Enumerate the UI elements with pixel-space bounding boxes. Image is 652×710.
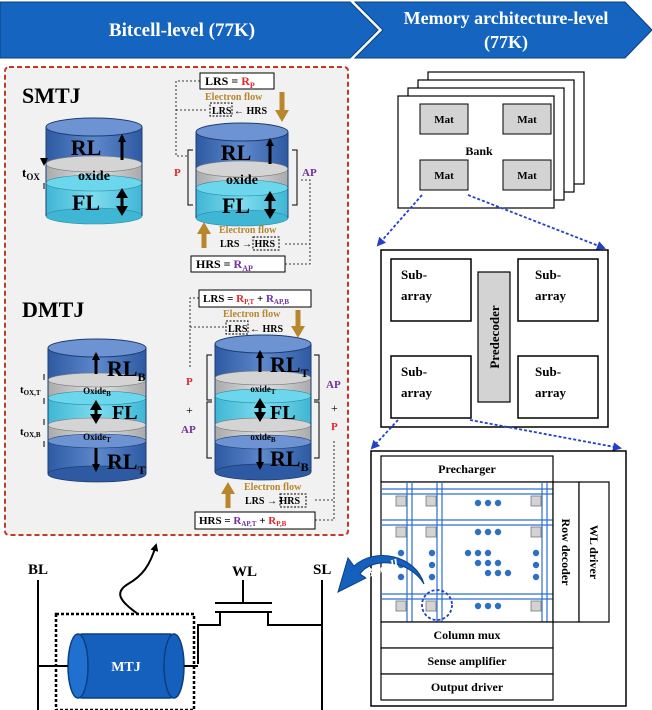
- svg-text:LRS → HRS: LRS → HRS: [220, 239, 275, 250]
- zoom-arrow-sub-right: [469, 419, 622, 452]
- row-decoder-label: Row decoder: [559, 519, 573, 587]
- dmtj-title: DMTJ: [22, 297, 84, 322]
- svg-text:array: array: [401, 385, 433, 400]
- header-left-chevron: [0, 1, 379, 59]
- predecoder-label: Predecoder: [487, 305, 502, 369]
- subarray-bottom-left: [390, 355, 472, 419]
- smtj-electron-flow-bottom: Electron flow: [219, 225, 277, 236]
- smtj-tox-annotation: tOX: [22, 158, 48, 189]
- bl-label: BL: [28, 562, 48, 578]
- sl-label: SL: [313, 562, 331, 578]
- svg-text:array: array: [401, 288, 433, 303]
- precharger-label: Precharger: [438, 462, 496, 476]
- smtj-oxide-label: oxide: [78, 169, 110, 184]
- output-driver-label: Output driver: [431, 680, 504, 694]
- predecoder-box: [477, 271, 511, 403]
- smtj-title: SMTJ: [22, 83, 81, 108]
- svg-text:RLT: RLT: [107, 449, 146, 477]
- mat-label-4: Mat: [517, 170, 537, 182]
- dmtj-cylinder-left: RLB OxideB FL OxideT RLT: [47, 338, 147, 483]
- smtj-cylinder-left: RL oxide FL: [45, 117, 143, 225]
- zoom-arrow-sub-left: [370, 419, 399, 450]
- mtj-label: MTJ: [111, 660, 141, 675]
- dmtj-hrs-box: [194, 511, 316, 530]
- sense-amplifier-label: Sense amplifier: [428, 654, 508, 668]
- svg-text:array: array: [535, 385, 567, 400]
- svg-text:tOX,T: tOX,T: [20, 384, 41, 397]
- svg-text:tOX,B: tOX,B: [20, 426, 41, 439]
- dmtj-p-label-left: P: [186, 376, 193, 388]
- svg-text:Sub-: Sub-: [535, 364, 561, 379]
- header-right-title-line1: Memory architecture-level: [404, 8, 609, 28]
- dmtj-electron-flow-top: Electron flow: [223, 309, 281, 320]
- dmtj-plus-right: +: [331, 401, 338, 415]
- wl-driver-box: [578, 481, 610, 623]
- svg-text:RLB: RLB: [270, 446, 309, 474]
- dmtj-tox-annotation: tOX,T tOX,B: [20, 374, 45, 447]
- svg-text:tOX: tOX: [22, 165, 40, 182]
- svg-text:HRS = RAP: HRS = RAP: [196, 257, 253, 273]
- dmtj-p-label-right: P: [331, 421, 338, 433]
- wl-driver-label: WL driver: [587, 525, 601, 580]
- dmtj-section: DMTJ RLB OxideB FL OxideT RLT: [20, 289, 341, 530]
- zoom-arrow-mat-left: [376, 194, 423, 247]
- svg-text:OxideB: OxideB: [83, 386, 111, 398]
- mat-label-2: Mat: [517, 114, 537, 126]
- dmtj-ap-label-left: AP: [181, 424, 196, 436]
- smtj-p-label: P: [174, 167, 181, 179]
- svg-text:LRS = RP,T + RAP,B: LRS = RP,T + RAP,B: [203, 293, 289, 306]
- dmtj-left-fl-label: FL: [112, 402, 138, 424]
- svg-text:oxideB: oxideB: [250, 432, 276, 444]
- svg-text:OxideT: OxideT: [83, 432, 111, 444]
- bank-stack: Mat Mat Bank Mat Mat: [397, 71, 585, 209]
- svg-text:oxideT: oxideT: [250, 384, 276, 396]
- smtj-electron-flow-top: Electron flow: [205, 92, 263, 103]
- svg-text:LRS = RP: LRS = RP: [205, 74, 255, 90]
- dmtj-ap-label-right: AP: [326, 379, 341, 391]
- header-right-chevron: [353, 1, 652, 59]
- svg-text:Sub-: Sub-: [535, 267, 561, 282]
- smtj-cylinder-right: RL oxide FL: [195, 122, 289, 227]
- smtj-right-oxide-label: oxide: [226, 173, 258, 188]
- smtj-section: SMTJ RL oxide FL tOX: [22, 72, 317, 273]
- column-mux-label: Column mux: [433, 628, 500, 642]
- mat-label-3: Mat: [434, 170, 454, 182]
- svg-text:LRS ← HRS: LRS ← HRS: [212, 106, 267, 117]
- wl-label: WL: [232, 564, 257, 580]
- smtj-rl-label: RL: [71, 135, 102, 160]
- bank-label: Bank: [465, 144, 493, 158]
- header-left-title: Bitcell-level (77K): [109, 20, 255, 41]
- smtj-right-fl-label: FL: [222, 193, 250, 218]
- svg-text:RLB: RLB: [107, 356, 146, 384]
- smtj-fl-label: FL: [72, 190, 100, 215]
- smtj-ap-label: AP: [302, 167, 317, 179]
- dmtj-electron-flow-bottom: Electron flow: [244, 482, 302, 493]
- header-banner: Bitcell-level (77K) Memory architecture-…: [0, 1, 652, 59]
- svg-text:array: array: [535, 288, 567, 303]
- header-right-title-line2: (77K): [484, 32, 528, 53]
- svg-text:Sub-: Sub-: [401, 267, 427, 282]
- svg-text:Sub-: Sub-: [401, 364, 427, 379]
- dmtj-plus-left: +: [186, 403, 193, 417]
- zoom-arrow-mat-right: [467, 194, 606, 250]
- bitcell-callout-arrow: Bitcell: [337, 555, 425, 593]
- svg-text:RLT: RLT: [270, 352, 309, 380]
- svg-text:LRS → HRS: LRS → HRS: [245, 496, 300, 507]
- svg-text:HRS = RAP,T + RP,B: HRS = RAP,T + RP,B: [199, 515, 287, 528]
- mtj-to-panel-arrow: [119, 543, 159, 615]
- subarray-detail: Precharger: [370, 450, 627, 707]
- dmtj-cylinder-right: RLT oxideT FL oxideB RLB: [214, 334, 312, 481]
- dmtj-lrs-box: [198, 289, 312, 308]
- bitcell-circuit: BL WL SL MTJ: [28, 543, 331, 710]
- dmtj-right-fl-label: FL: [270, 402, 296, 424]
- mtj-highlight-box: [54, 612, 196, 710]
- smtj-right-rl-label: RL: [221, 140, 252, 165]
- svg-text:LRS ← HRS: LRS ← HRS: [228, 324, 283, 335]
- bitcell-highlight-circle: [421, 589, 453, 621]
- mat-detail: Sub- array Sub- array Sub- array Sub- ar…: [380, 249, 609, 428]
- mat-label-1: Mat: [434, 114, 454, 126]
